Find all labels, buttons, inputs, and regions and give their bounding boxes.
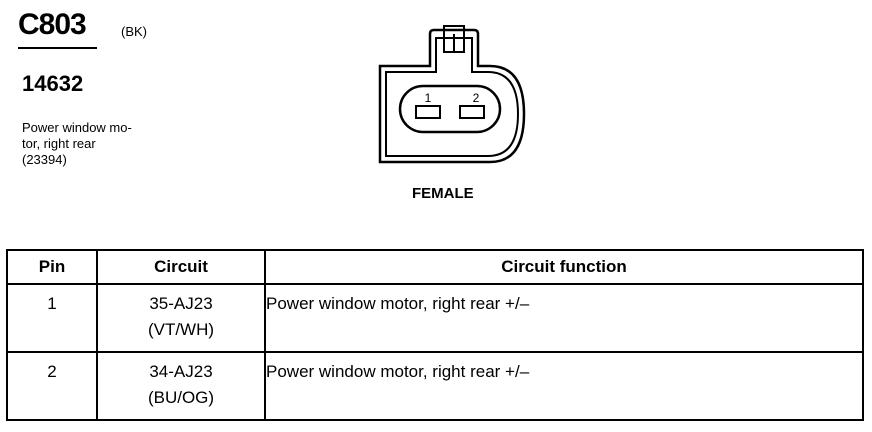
pin-cavity <box>398 84 502 134</box>
table-header-row: Pin Circuit Circuit function <box>6 249 864 285</box>
header-circuit: Circuit <box>96 249 266 285</box>
connector-id-underline <box>18 47 97 49</box>
circuit-cell: 35-AJ23 (VT/WH) <box>96 283 266 353</box>
pin-1-label: 1 <box>425 91 432 105</box>
header-pin: Pin <box>6 249 98 285</box>
wire-color: (BU/OG) <box>147 388 215 407</box>
circuit-number: 35-AJ23 <box>149 294 213 313</box>
header-circuit-function: Circuit function <box>264 249 864 285</box>
circuit-cell: 34-AJ23 (BU/OG) <box>96 351 266 421</box>
wire-color: (VT/WH) <box>147 320 215 339</box>
table-row: 2 34-AJ23 (BU/OG) Power window motor, ri… <box>6 351 864 421</box>
pin-cell: 2 <box>6 351 98 421</box>
pin-1-terminal <box>415 105 441 119</box>
table-row: 1 35-AJ23 (VT/WH) Power window motor, ri… <box>6 283 864 353</box>
connector-view-label: FEMALE <box>412 185 474 202</box>
description-line: (23394) <box>22 152 67 167</box>
connector-face-drawing: 1 2 <box>378 25 526 164</box>
connector-housing-inner <box>385 37 520 157</box>
pin-2-label: 2 <box>473 91 480 105</box>
function-cell: Power window motor, right rear +/– <box>264 283 864 353</box>
description-line: tor, right rear <box>22 136 96 151</box>
pinout-table: Pin Circuit Circuit function 1 35-AJ23 (… <box>6 249 864 421</box>
connector-description: Power window mo- tor, right rear (23394) <box>22 120 172 168</box>
connector-housing-outer <box>378 28 526 164</box>
circuit-number: 34-AJ23 <box>149 362 213 381</box>
pin-cell: 1 <box>6 283 98 353</box>
description-line: Power window mo- <box>22 120 132 135</box>
connector-id: C803 <box>18 8 87 41</box>
part-number: 14632 <box>22 71 84 96</box>
connector-color-code: (BK) <box>121 24 147 39</box>
pin-2-terminal <box>459 105 485 119</box>
function-cell: Power window motor, right rear +/– <box>264 351 864 421</box>
